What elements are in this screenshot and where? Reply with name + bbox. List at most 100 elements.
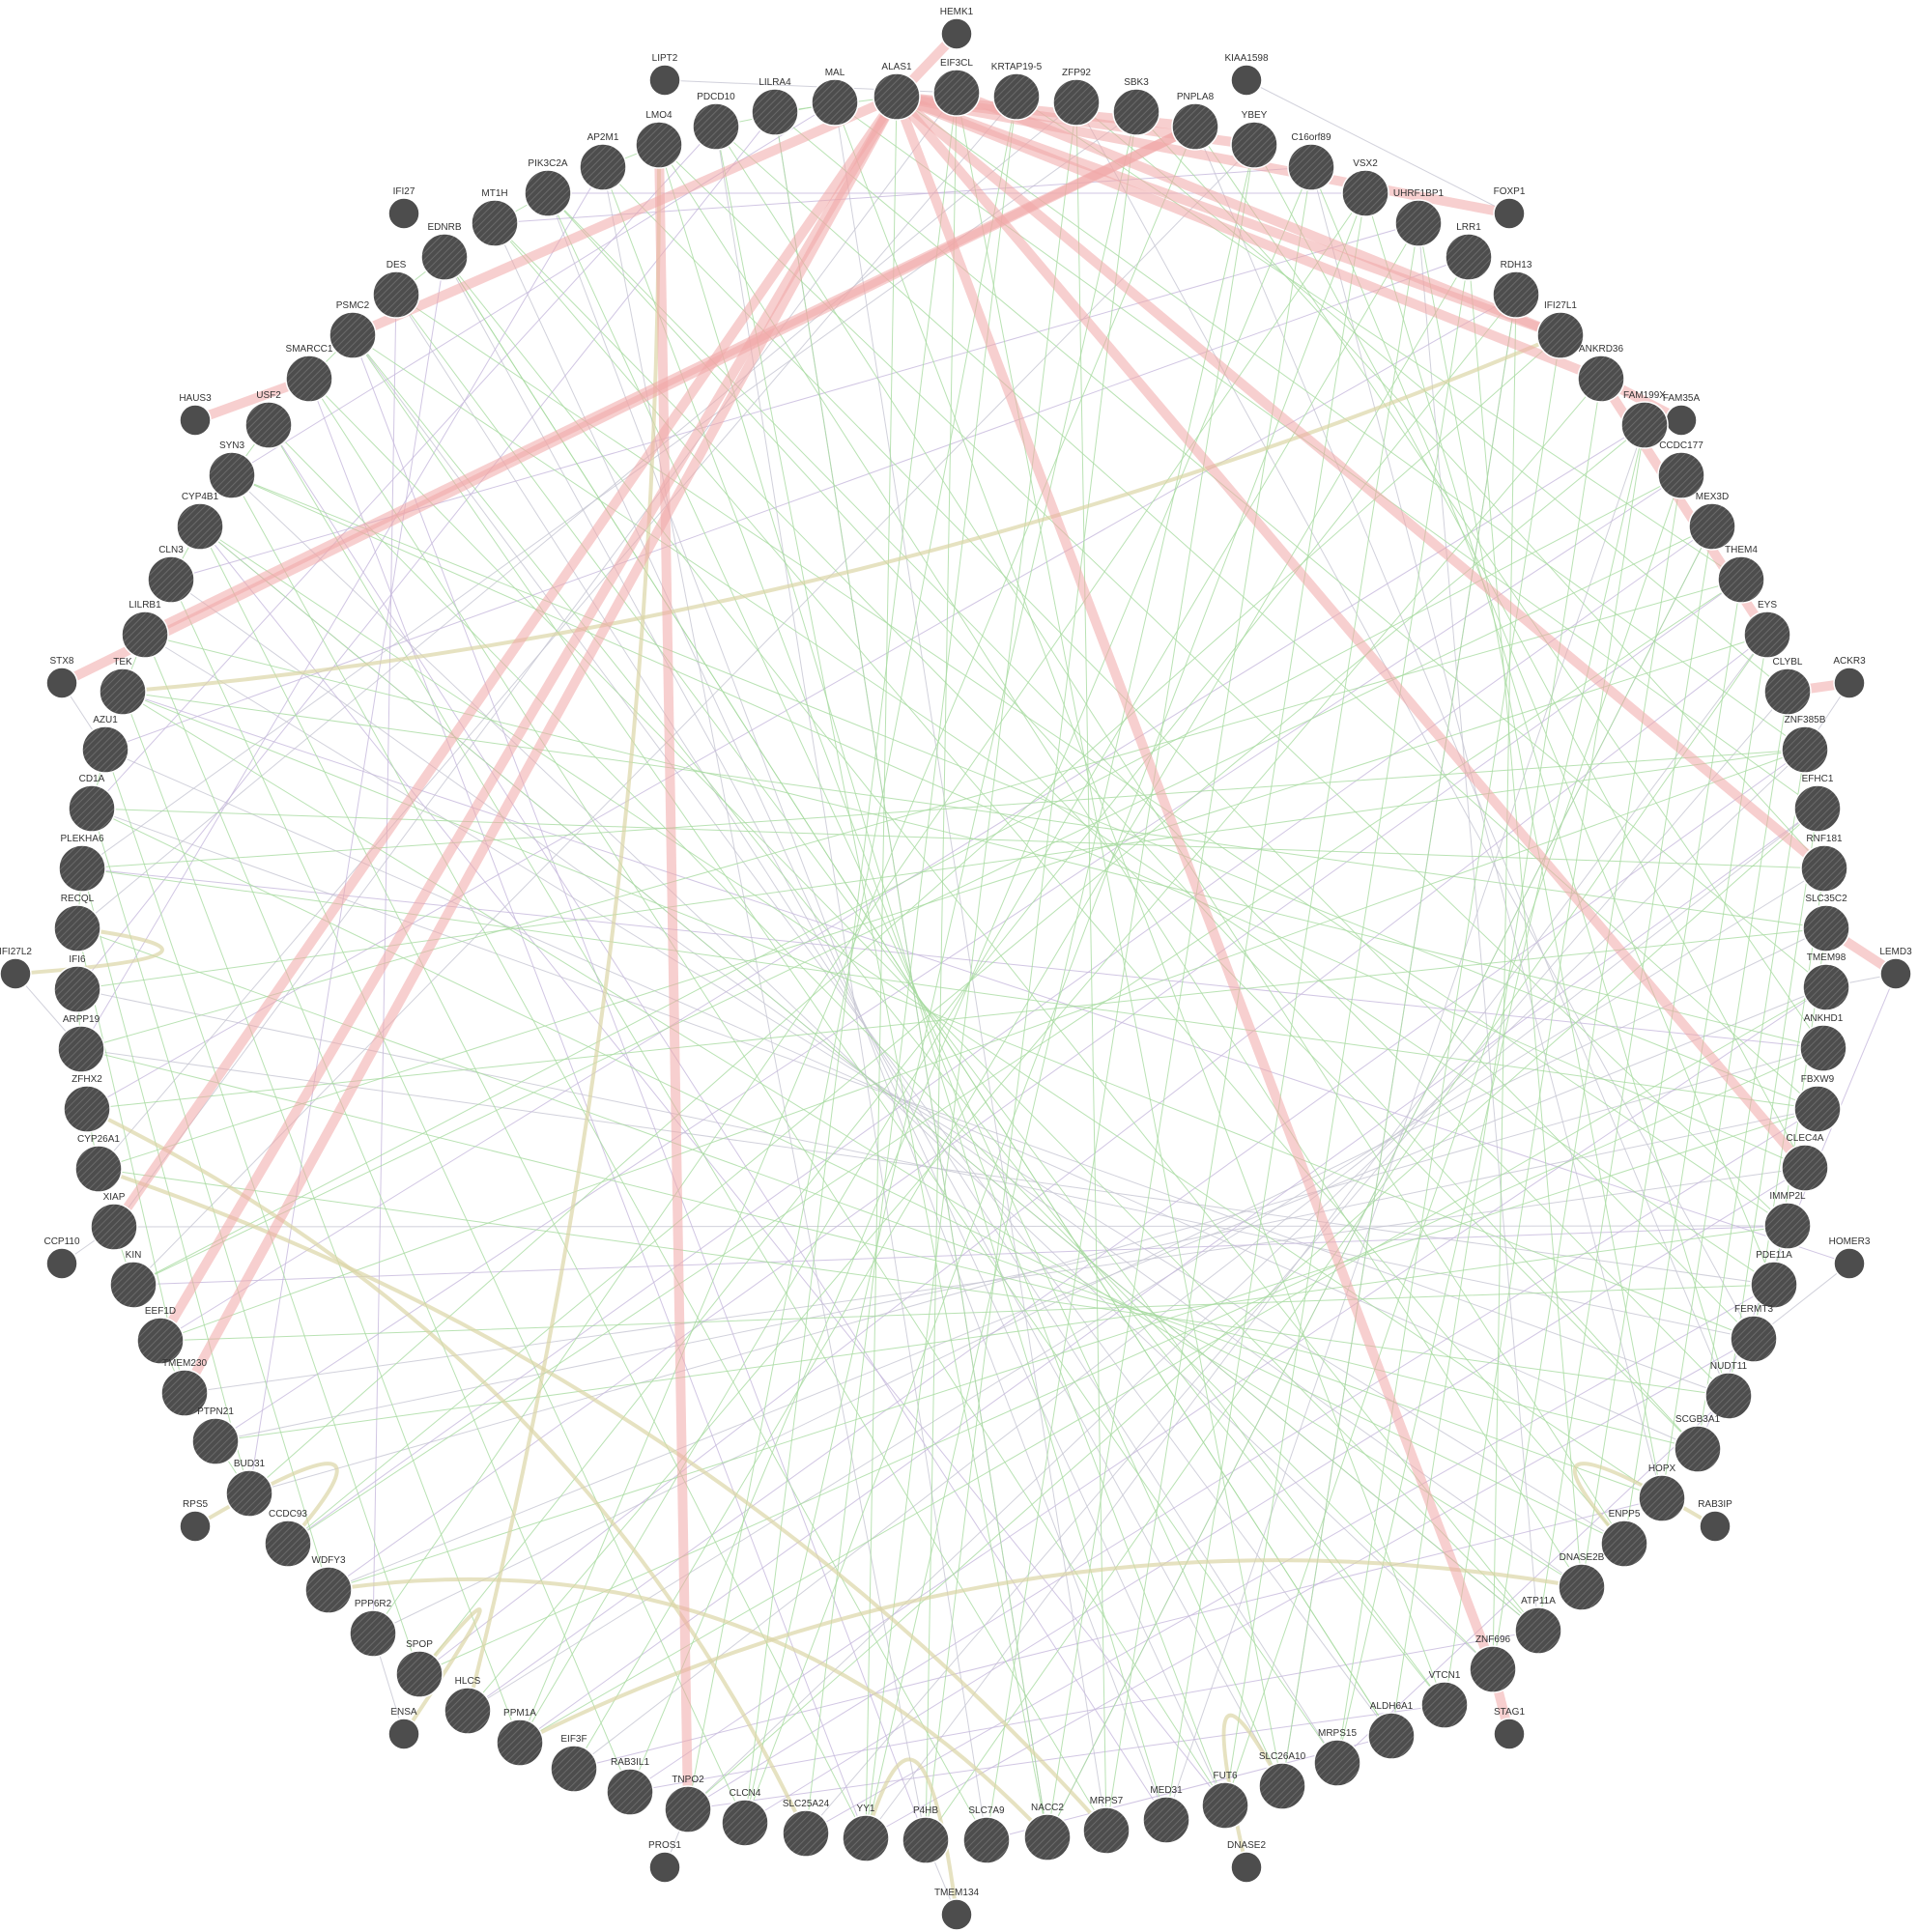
gene-node-fermt3[interactable] bbox=[1730, 1315, 1778, 1363]
gene-node-eys[interactable] bbox=[1743, 611, 1791, 659]
gene-node-fam199x[interactable] bbox=[1620, 401, 1669, 449]
gene-node-rab3il1[interactable] bbox=[606, 1768, 654, 1816]
gene-node-mt1h[interactable] bbox=[471, 199, 519, 247]
gene-node-fut6[interactable] bbox=[1201, 1781, 1249, 1830]
gene-node-ifi27l1[interactable] bbox=[1536, 311, 1585, 359]
gene-node-alas1[interactable] bbox=[873, 72, 921, 121]
gene-node-krtap19-5[interactable] bbox=[992, 72, 1041, 121]
gene-node-hlcs[interactable] bbox=[444, 1687, 492, 1735]
gene-node-aldh6a1[interactable] bbox=[1367, 1712, 1416, 1760]
gene-node-clybl[interactable] bbox=[1763, 668, 1812, 716]
gene-node-cyp26a1[interactable] bbox=[74, 1145, 123, 1193]
gene-node-hopx[interactable] bbox=[1638, 1474, 1686, 1522]
gene-node-zfp92[interactable] bbox=[1052, 78, 1101, 127]
gene-node-yy1[interactable] bbox=[842, 1814, 890, 1862]
gene-node-scgb3a1[interactable] bbox=[1674, 1425, 1722, 1473]
gene-node-lemd3[interactable] bbox=[1879, 957, 1912, 990]
gene-node-mrps15[interactable] bbox=[1313, 1739, 1361, 1787]
gene-node-usf2[interactable] bbox=[244, 401, 293, 449]
gene-node-c16orf89[interactable] bbox=[1287, 143, 1335, 191]
gene-node-p4hb[interactable] bbox=[902, 1816, 950, 1864]
gene-node-lrr1[interactable] bbox=[1445, 233, 1493, 281]
gene-node-ppm1a[interactable] bbox=[496, 1719, 544, 1767]
gene-node-vsx2[interactable] bbox=[1341, 169, 1389, 217]
gene-node-ppp6r2[interactable] bbox=[349, 1609, 397, 1658]
gene-node-sbk3[interactable] bbox=[1112, 88, 1160, 136]
gene-node-arpp19[interactable] bbox=[57, 1025, 105, 1073]
gene-node-xiap[interactable] bbox=[90, 1203, 138, 1251]
gene-node-dnase2b[interactable] bbox=[1558, 1563, 1606, 1611]
gene-node-kiaa1598[interactable] bbox=[1230, 64, 1263, 97]
gene-node-ybey[interactable] bbox=[1230, 121, 1278, 169]
gene-node-hemk1[interactable] bbox=[940, 17, 973, 50]
gene-node-smarcc1[interactable] bbox=[285, 355, 333, 403]
gene-node-pde11a[interactable] bbox=[1750, 1261, 1798, 1309]
gene-node-rdh13[interactable] bbox=[1492, 270, 1540, 319]
gene-node-ap2m1[interactable] bbox=[579, 143, 627, 191]
gene-node-eef1d[interactable] bbox=[136, 1317, 185, 1365]
gene-node-rab3ip[interactable] bbox=[1699, 1510, 1732, 1543]
gene-node-med31[interactable] bbox=[1142, 1796, 1190, 1844]
gene-node-wdfy3[interactable] bbox=[304, 1566, 353, 1614]
gene-node-pdcd10[interactable] bbox=[692, 102, 740, 151]
gene-node-eif3cl[interactable] bbox=[932, 69, 981, 117]
gene-node-nacc2[interactable] bbox=[1023, 1813, 1072, 1861]
gene-node-stag1[interactable] bbox=[1493, 1718, 1526, 1750]
gene-node-tmem230[interactable] bbox=[160, 1369, 209, 1417]
gene-node-dnase2[interactable] bbox=[1230, 1851, 1263, 1884]
gene-node-syn3[interactable] bbox=[208, 451, 256, 499]
gene-node-enpp5[interactable] bbox=[1600, 1520, 1648, 1568]
gene-node-clcn4[interactable] bbox=[721, 1799, 769, 1847]
gene-node-slc7a9[interactable] bbox=[962, 1816, 1011, 1864]
gene-node-zfhx2[interactable] bbox=[63, 1085, 111, 1133]
gene-node-psmc2[interactable] bbox=[329, 311, 377, 359]
gene-node-cln3[interactable] bbox=[147, 555, 195, 604]
gene-node-eif3f[interactable] bbox=[550, 1745, 598, 1793]
gene-node-ifi27l2[interactable] bbox=[0, 957, 32, 990]
gene-node-tnpo2[interactable] bbox=[664, 1785, 712, 1833]
gene-node-mex3d[interactable] bbox=[1688, 502, 1736, 551]
gene-node-ifi6[interactable] bbox=[53, 965, 101, 1013]
gene-node-ccdc93[interactable] bbox=[264, 1520, 312, 1568]
gene-node-fbxw9[interactable] bbox=[1793, 1085, 1842, 1133]
gene-node-rps5[interactable] bbox=[179, 1510, 212, 1543]
gene-node-lilrb1[interactable] bbox=[121, 611, 169, 659]
gene-node-clec4a[interactable] bbox=[1781, 1144, 1829, 1192]
gene-node-ankrd36[interactable] bbox=[1577, 355, 1625, 403]
gene-node-pik3c2a[interactable] bbox=[524, 169, 572, 217]
gene-node-ednrb[interactable] bbox=[420, 233, 469, 281]
gene-node-mrps7[interactable] bbox=[1082, 1806, 1131, 1855]
gene-node-znf385b[interactable] bbox=[1781, 725, 1829, 774]
gene-node-bud31[interactable] bbox=[225, 1469, 273, 1518]
gene-node-slc35c2[interactable] bbox=[1802, 904, 1850, 952]
gene-node-tek[interactable] bbox=[99, 668, 147, 716]
gene-node-lmo4[interactable] bbox=[635, 121, 683, 169]
gene-node-lilra4[interactable] bbox=[751, 88, 799, 136]
gene-node-immp2l[interactable] bbox=[1763, 1202, 1812, 1250]
gene-node-znf696[interactable] bbox=[1469, 1645, 1517, 1693]
gene-node-mal[interactable] bbox=[811, 78, 859, 127]
gene-node-pros1[interactable] bbox=[648, 1851, 681, 1884]
gene-node-recql[interactable] bbox=[53, 904, 101, 952]
gene-node-ankhd1[interactable] bbox=[1799, 1024, 1847, 1072]
gene-node-cyp4b1[interactable] bbox=[176, 502, 224, 551]
gene-node-ccdc177[interactable] bbox=[1657, 451, 1705, 499]
gene-node-slc25a24[interactable] bbox=[782, 1809, 830, 1858]
gene-node-ackr3[interactable] bbox=[1833, 667, 1866, 699]
gene-node-rnf181[interactable] bbox=[1800, 844, 1848, 893]
gene-node-homer3[interactable] bbox=[1833, 1247, 1866, 1280]
gene-node-plekha6[interactable] bbox=[58, 844, 106, 893]
gene-node-cd1a[interactable] bbox=[68, 784, 116, 833]
gene-node-atp11a[interactable] bbox=[1514, 1606, 1562, 1655]
gene-node-nudt11[interactable] bbox=[1704, 1372, 1753, 1420]
gene-node-uhrf1bp1[interactable] bbox=[1394, 199, 1443, 247]
gene-node-kin[interactable] bbox=[109, 1261, 157, 1309]
gene-node-lipt2[interactable] bbox=[648, 64, 681, 97]
gene-node-fam35a[interactable] bbox=[1665, 404, 1698, 437]
gene-node-azu1[interactable] bbox=[81, 725, 129, 774]
gene-node-tmem98[interactable] bbox=[1802, 963, 1850, 1011]
gene-node-them4[interactable] bbox=[1717, 555, 1765, 604]
gene-node-des[interactable] bbox=[372, 270, 420, 319]
gene-node-ensa[interactable] bbox=[387, 1718, 420, 1750]
gene-node-haus3[interactable] bbox=[179, 404, 212, 437]
